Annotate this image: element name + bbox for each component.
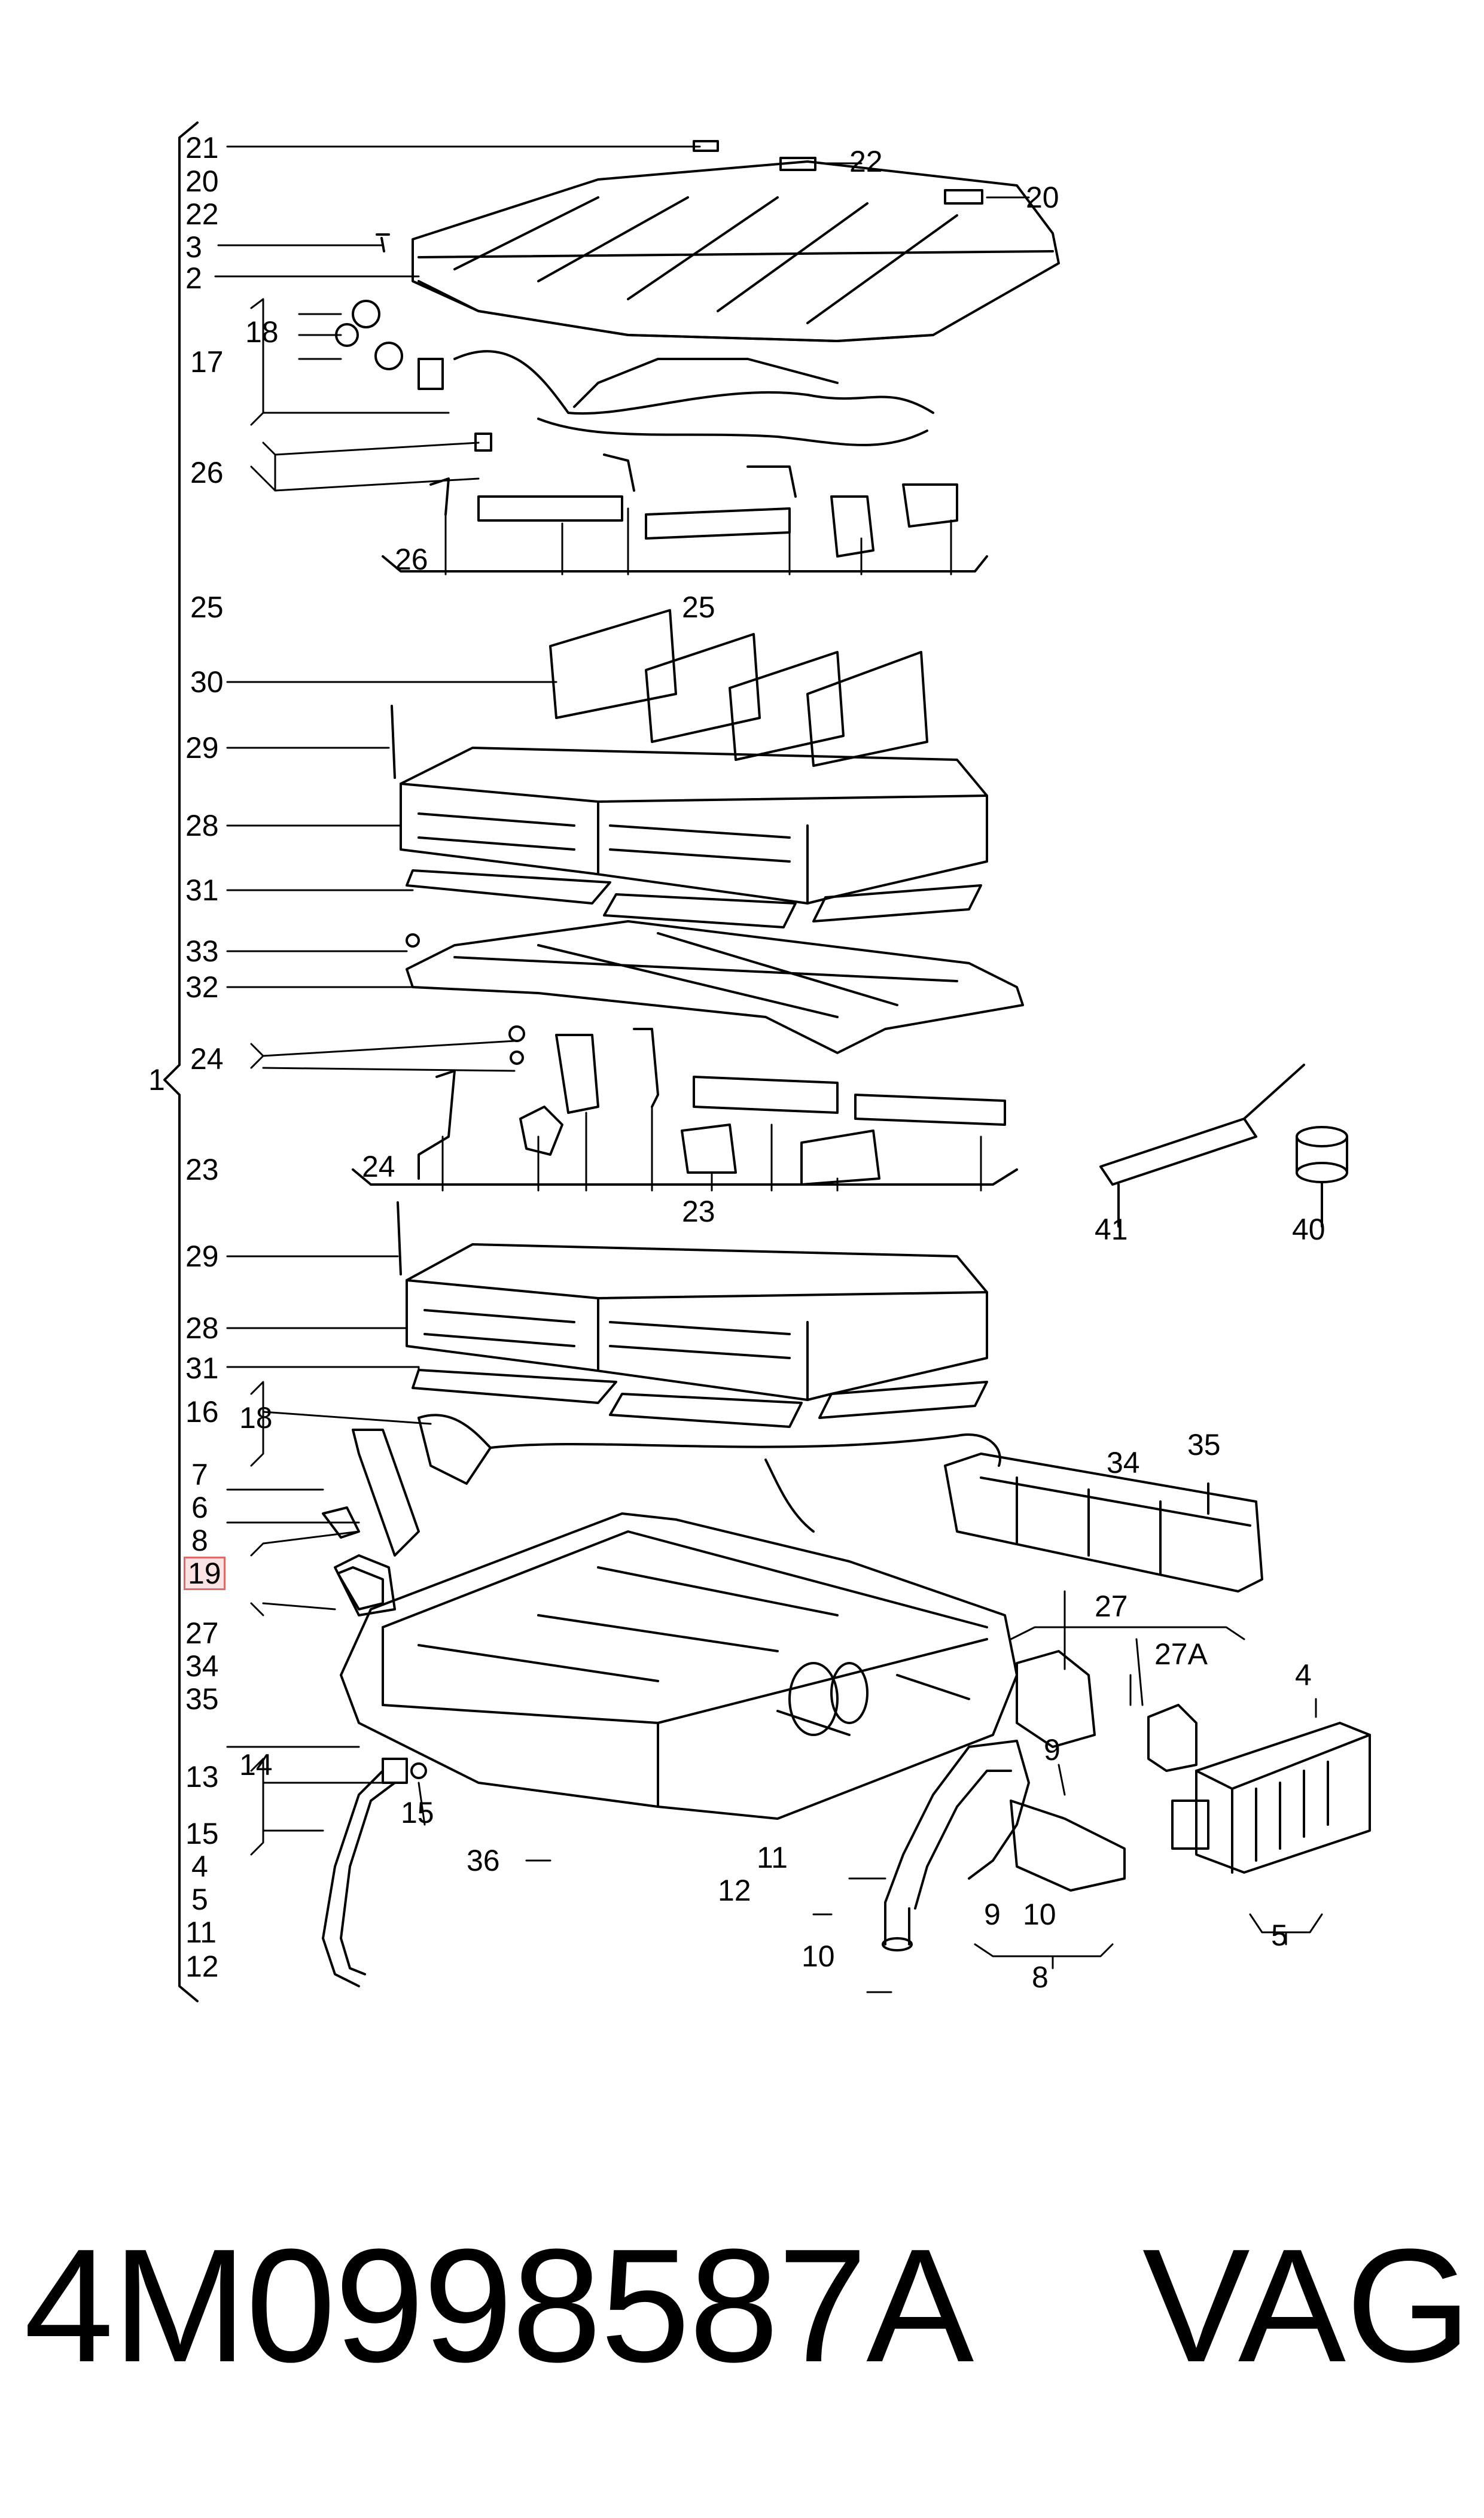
sealant-container <box>1296 1126 1348 1228</box>
index-label: 35 <box>185 1682 219 1716</box>
callout-label: 8 <box>1032 1960 1049 1994</box>
callout-label: 5 <box>1271 1919 1288 1952</box>
index-label: 28 <box>185 809 219 842</box>
callout-label: 34 <box>1107 1446 1140 1479</box>
callout-label: 23 <box>682 1195 715 1228</box>
callout-label: 40 <box>1292 1213 1325 1246</box>
index-label: 29 <box>185 731 219 765</box>
thermal-pads-lower <box>412 1369 988 1428</box>
index-label: 29 <box>185 1240 219 1273</box>
brand-name: VAG <box>1142 2216 1471 2396</box>
battery-modules-upper <box>391 705 988 905</box>
index-label: 24 <box>190 1042 224 1076</box>
index-label: 4 <box>191 1850 208 1883</box>
index-label: 34 <box>185 1649 219 1683</box>
index-label: 6 <box>191 1491 208 1524</box>
index-label: 31 <box>185 873 219 907</box>
index-label: 21 <box>185 131 219 165</box>
callout-label: 20 <box>1026 181 1059 214</box>
battery-housing <box>322 1506 1018 1820</box>
index-label: 3 <box>185 230 202 264</box>
index-label: 5 <box>191 1883 208 1916</box>
callout-label: 27A <box>1154 1637 1208 1671</box>
wiring-harness-upper <box>335 300 934 452</box>
index-label: 22 <box>185 197 219 231</box>
index-label: 16 <box>185 1395 219 1429</box>
callout-label: 12 <box>718 1874 751 1907</box>
callout-label: 25 <box>682 590 715 624</box>
parts-drawing <box>163 121 1371 2002</box>
index-label: 11 <box>185 1916 217 1949</box>
leader-lines <box>214 145 1323 1993</box>
callout-label: 15 <box>401 1796 434 1829</box>
index-label: 8 <box>191 1524 208 1557</box>
brackets-row-upper <box>382 453 988 573</box>
module-plates <box>549 609 928 767</box>
callout-label: 22 <box>849 145 883 178</box>
module-frame <box>406 920 1024 1054</box>
coolant-hose <box>322 1758 427 1987</box>
index-label: 31 <box>185 1351 219 1385</box>
index-label: 26 <box>190 456 224 489</box>
index-bracket <box>163 121 199 2002</box>
index-label: 7 <box>191 1458 208 1491</box>
callout-label: 9 <box>1044 1733 1061 1767</box>
index-label: 33 <box>185 934 219 968</box>
sealant-tool <box>1099 1064 1305 1228</box>
index-label: 12 <box>185 1950 219 1983</box>
thermal-pads-upper <box>406 869 982 928</box>
callout-label: 11 <box>757 1841 788 1874</box>
side-cover <box>944 1453 1263 1593</box>
footer: 4M0998587A VAG <box>24 2213 1471 2396</box>
index-label: 32 <box>185 970 219 1004</box>
part-number: 4M0998587A <box>24 2216 974 2396</box>
highlighted-callout-label: 19 <box>184 1557 226 1590</box>
callout-label: 18 <box>239 1401 273 1435</box>
callout-label: 27 <box>1095 1590 1128 1623</box>
coolant-pipes <box>882 1740 1126 1951</box>
index-label: 2 <box>185 261 202 295</box>
callout-label: 9 <box>984 1898 1001 1931</box>
index-label: 23 <box>185 1153 219 1186</box>
index-label: 1 <box>148 1063 165 1097</box>
battery-modules-lower <box>397 1201 988 1401</box>
callout-label: 36 <box>467 1844 500 1877</box>
callout-label: 18 <box>245 315 279 349</box>
callout-label: 4 <box>1295 1658 1312 1692</box>
callout-label: 10 <box>1023 1898 1056 1931</box>
exploded-parts-diagram: 21 20 22 3 2 22 20 17 18 26 26 25 25 30 … <box>148 121 1371 2002</box>
index-label: 25 <box>190 590 224 624</box>
callout-label: 10 <box>802 1940 835 1973</box>
brackets-row-lower <box>352 1025 1018 1186</box>
wiring-harness-lower <box>352 1414 1001 1557</box>
index-label: 28 <box>185 1311 219 1345</box>
index-label: 30 <box>190 665 224 699</box>
callout-label: 35 <box>1187 1428 1221 1462</box>
index-label: 13 <box>185 1760 219 1794</box>
index-label: 20 <box>185 165 219 198</box>
callout-label: 41 <box>1095 1213 1128 1246</box>
callout-label: 26 <box>395 543 428 576</box>
callout-label: 14 <box>239 1748 273 1782</box>
heater-module <box>1171 1722 1371 1874</box>
index-label: 15 <box>185 1817 219 1850</box>
index-label: 27 <box>185 1616 219 1650</box>
heater-brackets <box>1016 1650 1197 1772</box>
top-cover <box>376 140 1060 342</box>
callout-label: 24 <box>362 1150 395 1183</box>
index-label: 17 <box>190 345 224 379</box>
